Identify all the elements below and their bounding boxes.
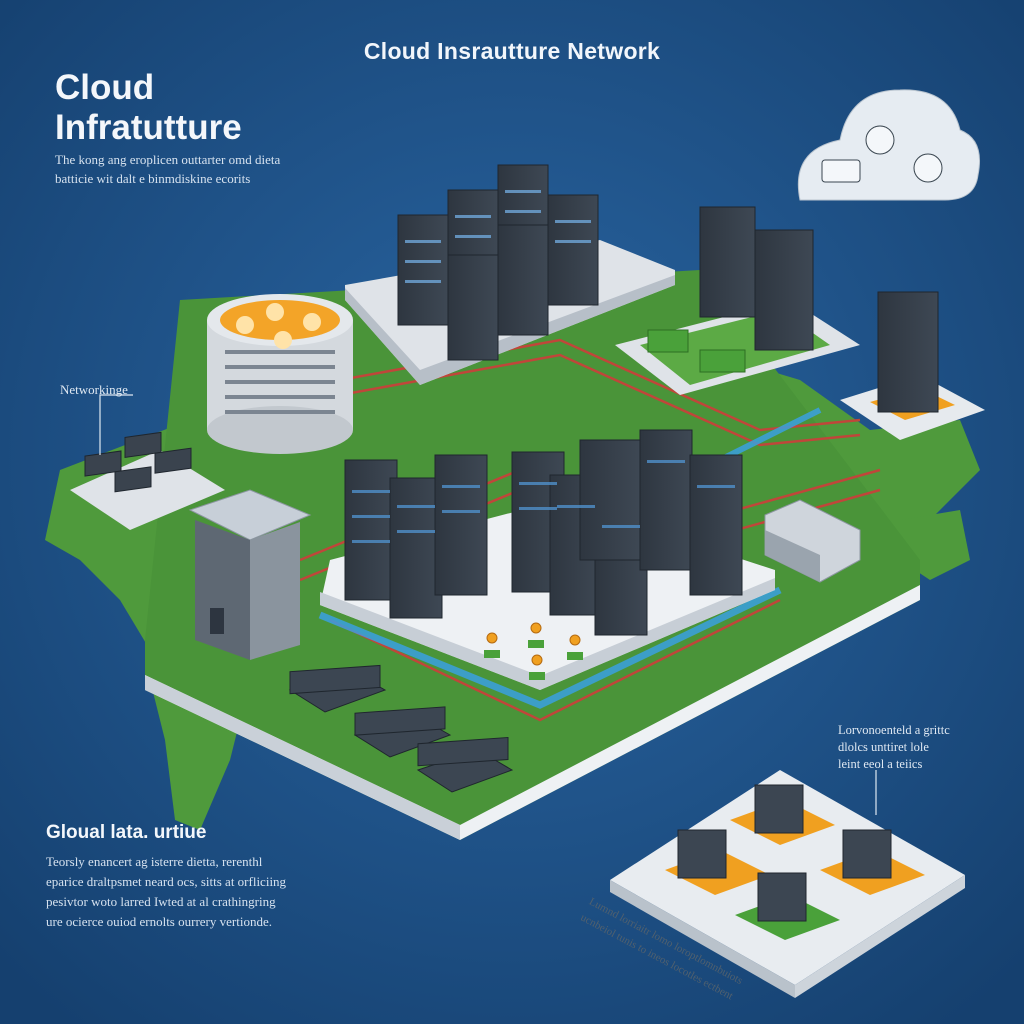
lock-icon (865, 125, 895, 155)
main-title-line-2: Infratutture (55, 108, 242, 147)
warehouse-building (764, 499, 861, 583)
side-line-2: dlolcs unttiret lole (838, 740, 929, 754)
top-server-cluster (345, 164, 675, 385)
banner-title: Cloud Insrautture Network (363, 38, 661, 64)
intro-line-2: batticie wit dalt e binmdiskine ecorits (55, 171, 251, 186)
database-cylinder (207, 294, 353, 454)
solar-building (188, 489, 312, 660)
right-server-pad (615, 206, 860, 395)
cloud-icon (797, 89, 980, 201)
desc-line-3: pesivtor woto larred Iwted at al crathin… (46, 894, 276, 909)
edge-network-grid (610, 770, 965, 998)
storage-units (288, 664, 514, 793)
desc-line-1: Teorsly enancert ag isterre dietta, rere… (46, 854, 263, 869)
section-description: Teorsly enancert ag isterre dietta, rere… (46, 852, 286, 932)
side-annotation: Lorvonoenteld a grittc dlolcs unttiret l… (838, 722, 950, 773)
user-icon (913, 153, 943, 183)
edge-server-tower (840, 291, 985, 440)
side-line-3: leint eeol a teiics (838, 757, 923, 771)
main-title-line-1: Cloud (55, 68, 155, 107)
network-switch-grid (70, 431, 225, 530)
central-server-hall (320, 429, 775, 690)
desc-line-4: ure ocierce ouiod ernolts ourrery vertio… (46, 914, 272, 929)
main-title: Cloud Infratutture (55, 68, 242, 148)
desc-line-2: eparice draltpsmet neard ocs, sitts at o… (46, 874, 287, 889)
label-pointers (99, 394, 877, 815)
networking-label: Networkinge (60, 382, 128, 397)
intro-description: The kong ang eroplicen outtarter omd die… (55, 150, 280, 188)
monitor-icon (821, 159, 861, 183)
side-line-1: Lorvonoenteld a grittc (838, 723, 950, 737)
section-title: Gloual lata. urtiue (46, 822, 207, 843)
intro-line-1: The kong ang eroplicen outtarter omd die… (55, 152, 281, 167)
